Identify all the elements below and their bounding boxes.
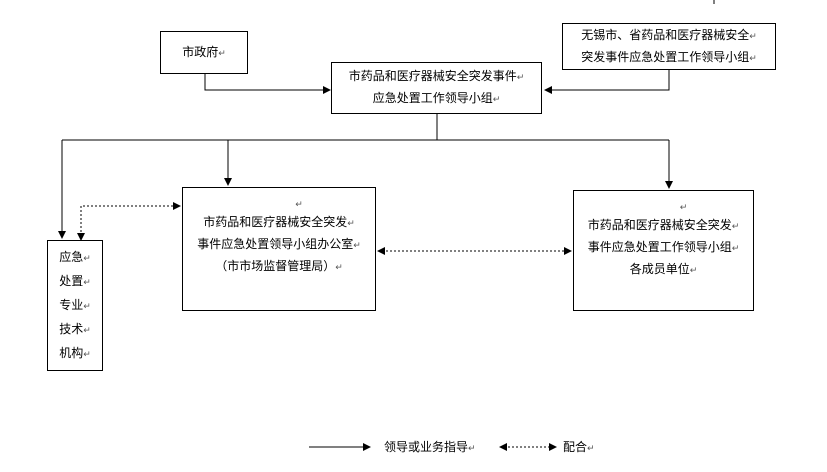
node-text-line: 市药品和医疗器械安全突发↵ [587, 218, 740, 232]
node-member-units: ↵ 市药品和医疗器械安全突发↵ 事件应急处置工作领导小组↵ 各成员单位↵ [573, 190, 754, 311]
node-text-line: 无锡市、省药品和医疗器械安全↵ [581, 27, 757, 42]
node-text-line: 市药品和医疗器械安全突发↵ [203, 215, 355, 229]
legend-leadership-label: 领导或业务指导↵ [384, 440, 476, 454]
node-text-line: 机构↵ [59, 345, 91, 360]
node-wuxi-provincial-group: 无锡市、省药品和医疗器械安全↵ 突发事件应急处置工作领导小组↵ [562, 23, 776, 70]
coordination-office-tech-agency [77, 202, 181, 241]
paragraph-mark: ↵ [295, 200, 303, 210]
node-emergency-tech-agency: 应急↵ 处置↵ 专业↵ 技术↵ 机构↵ [47, 240, 103, 371]
node-text-line: 专业↵ [59, 297, 91, 312]
node-text-line: 事件应急处置工作领导小组↵ [587, 240, 740, 254]
node-city-government: 市政府↵ [160, 31, 248, 74]
node-text-line: 突发事件应急处置工作领导小组↵ [581, 49, 757, 64]
arrow-wuxi-group-to-leading-group [544, 70, 670, 94]
node-text-line: 市药品和医疗器械安全突发事件↵ [348, 69, 525, 83]
node-text-line: 事件应急处置领导小组办公室↵ [197, 237, 361, 251]
node-text-line: 各成员单位↵ [629, 262, 698, 276]
legend-coordination-label: 配合↵ [563, 440, 595, 454]
arrow-city-government-to-leading-group [204, 74, 331, 94]
node-leading-group-office: ↵ 市药品和医疗器械安全突发↵ 事件应急处置领导小组办公室↵ （市市场监督管理局）↵ [182, 187, 376, 311]
paragraph-mark: ↵ [679, 203, 688, 213]
node-city-leading-group: 市药品和医疗器械安全突发事件↵ 应急处置工作领导小组↵ [331, 62, 542, 114]
node-text-line: 应急↵ [59, 249, 91, 264]
node-text-line: 处置↵ [59, 273, 91, 288]
node-text-line: 技术↵ [59, 321, 91, 336]
node-text-line: 应急处置工作领导小组↵ [372, 91, 501, 105]
node-text-line: 市政府↵ [182, 44, 226, 59]
node-text-line: （市市场监督管理局）↵ [215, 259, 343, 273]
